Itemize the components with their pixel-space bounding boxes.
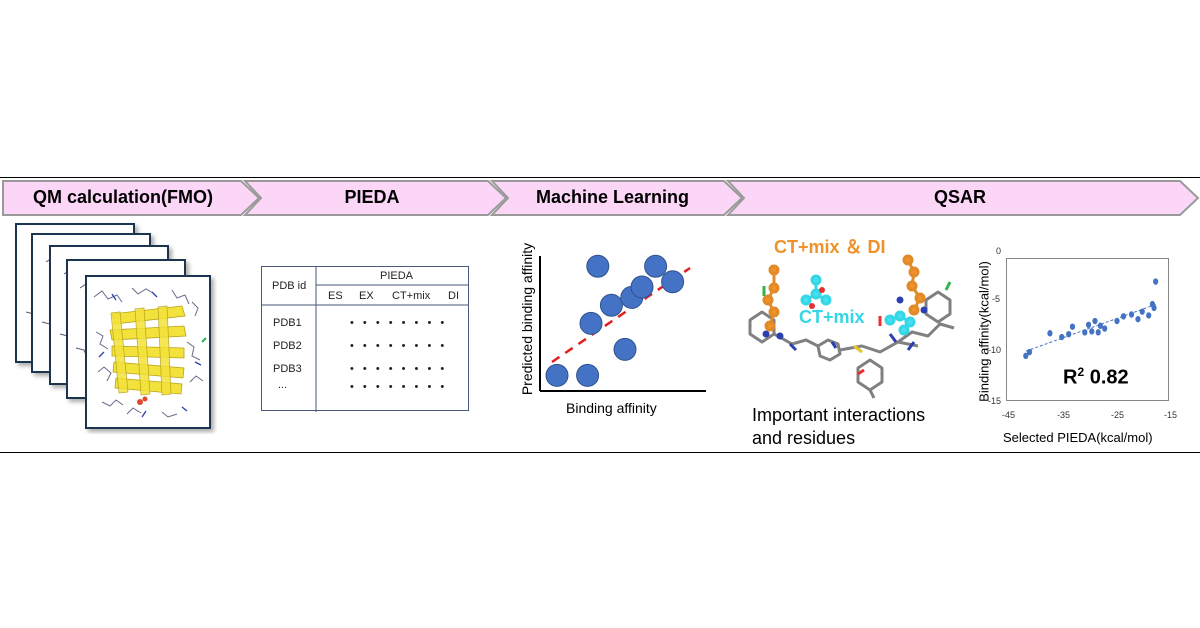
pieda-cells-row4: • • • • • • • • <box>350 381 448 393</box>
qsar-chart-frame <box>1006 258 1169 401</box>
step-qsar-label: QSAR <box>933 187 986 207</box>
ml-point-5 <box>586 254 610 278</box>
qsar-point-11 <box>1095 329 1101 336</box>
qsar-point-17 <box>1135 315 1141 323</box>
ytick-0: 0 <box>996 246 1002 256</box>
ytick-10: -10 <box>988 345 1002 355</box>
qsar-trendline <box>1025 304 1156 352</box>
qsar-point-14 <box>1114 317 1120 325</box>
step-qm-label: QM calculation(FMO) <box>33 187 213 207</box>
r-superscript: 2 <box>1077 365 1085 379</box>
pieda-group-header: PIEDA <box>380 270 414 282</box>
ml-point-1 <box>545 363 569 387</box>
pieda-table-lines <box>262 267 468 412</box>
qsar-point-4 <box>1059 333 1065 341</box>
bottom-rule <box>0 452 1200 453</box>
ml-ylabel: Predicted binding affinity <box>519 242 535 396</box>
pieda-cells-row3: • • • • • • • • <box>350 363 448 375</box>
qsar-point-5 <box>1066 331 1072 338</box>
qsar-point-16 <box>1128 311 1135 318</box>
qsar-point-7 <box>1082 329 1088 336</box>
pieda-row-pdb1: PDB1 <box>273 317 302 329</box>
qsar-point-9 <box>1089 328 1095 335</box>
pieda-col-di: DI <box>448 290 459 302</box>
qsar-point-12 <box>1097 322 1103 329</box>
step-ml-shape <box>489 180 744 216</box>
qsar-point-10 <box>1092 317 1098 325</box>
xtick-35: -35 <box>1057 410 1071 420</box>
ligand-interaction-structure <box>748 254 955 399</box>
pieda-col-ex: EX <box>359 290 374 302</box>
step-qsar-shape <box>725 180 1200 216</box>
important-line-2: and residues <box>752 428 856 448</box>
top-rule <box>0 177 1200 178</box>
ml-point-2 <box>576 363 600 387</box>
pieda-cells-row1: • • • • • • • • <box>350 317 448 329</box>
ml-scatter-plot <box>539 254 706 392</box>
qsar-point-13 <box>1102 325 1108 332</box>
r-squared-annotation: R2 0.82 <box>1063 365 1129 390</box>
pieda-col-ctmix: CT+mix <box>392 290 431 302</box>
qsar-point-15 <box>1120 313 1127 320</box>
qsar-point-22 <box>1153 278 1159 285</box>
qsar-point-21 <box>1151 304 1157 312</box>
r-symbol: R <box>1063 366 1078 389</box>
ml-point-8 <box>630 275 654 299</box>
pieda-cells-row2: • • • • • • • • <box>350 340 448 352</box>
pieda-row-pdb3: PDB3 <box>273 363 302 375</box>
qsar-point-2 <box>1026 348 1033 356</box>
ytick-5: -5 <box>992 294 1001 304</box>
ml-point-3 <box>579 311 603 335</box>
step-ml-label: Machine Learning <box>535 187 690 207</box>
ml-point-4 <box>599 293 623 317</box>
important-interactions-caption: Important interactions and residues <box>752 404 925 450</box>
qsar-point-6 <box>1069 323 1076 330</box>
ml-points <box>545 254 685 387</box>
label-ctmix: CT+mix <box>799 307 865 327</box>
pieda-col-pdbid: PDB id <box>272 280 307 292</box>
step-qm-shape <box>2 180 261 216</box>
r-value: 0.82 <box>1089 366 1129 389</box>
ml-xlabel: Binding affinity <box>566 400 657 416</box>
ml-point-6 <box>613 337 637 361</box>
qsar-point-3 <box>1047 330 1053 337</box>
ytick-15: -15 <box>988 396 1002 406</box>
qsar-points <box>1023 278 1159 360</box>
qsar-point-19 <box>1146 312 1152 319</box>
ml-fit-line <box>551 266 691 364</box>
pieda-col-es: ES <box>328 290 343 302</box>
structure-frame-main <box>85 275 211 429</box>
qsar-scatter-plot <box>1023 278 1159 360</box>
qsar-point-18 <box>1139 308 1145 315</box>
workflow-steps <box>2 180 1200 216</box>
step-pieda-shape <box>242 180 508 216</box>
pieda-row-more: ... <box>278 379 288 391</box>
qsar-point-1 <box>1023 352 1029 360</box>
ml-point-10 <box>661 270 685 294</box>
ml-point-9 <box>644 254 668 278</box>
qsar-point-8 <box>1085 321 1092 328</box>
protein-structure-stack <box>15 223 211 429</box>
pieda-row-pdb2: PDB2 <box>273 340 302 352</box>
step-pieda-label: PIEDA <box>344 187 400 207</box>
xtick-15: -15 <box>1164 410 1178 420</box>
pieda-table: PDB id PIEDA ES EX CT+mix DI PDB1 PDB2 P… <box>261 266 469 412</box>
xtick-45: -45 <box>1002 410 1016 420</box>
xtick-25: -25 <box>1111 410 1125 420</box>
qsar-ylabel: Binding affinity(kcal/mol) <box>976 261 992 402</box>
label-ctmix-di: CT+mix ＆ DI <box>774 237 886 257</box>
qsar-xlabel: Selected PIEDA(kcal/mol) <box>1003 430 1153 445</box>
important-line-1: Important interactions <box>752 405 926 425</box>
